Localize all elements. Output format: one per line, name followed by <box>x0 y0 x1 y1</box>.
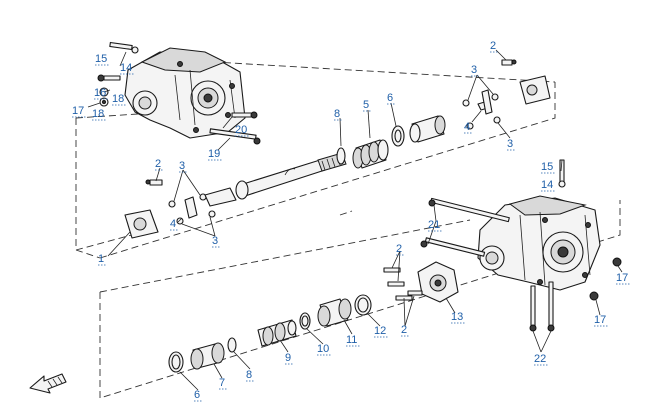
callout-3: 3 <box>212 235 218 247</box>
leader-lines <box>87 49 623 391</box>
callout-17: 17 <box>616 272 628 284</box>
callout-15: 15 <box>95 53 107 65</box>
upper-driveshaft <box>235 152 347 200</box>
left-universal-joint <box>124 179 237 239</box>
callout-15: 15 <box>541 161 553 173</box>
front-direction-arrow-icon <box>29 373 67 394</box>
callout-10: 10 <box>317 343 329 355</box>
callout-3: 3 <box>179 160 185 172</box>
callout-3: 3 <box>471 64 477 76</box>
callout-12: 12 <box>374 325 386 337</box>
callout-14: 14 <box>120 62 132 74</box>
callout-4: 4 <box>170 218 176 230</box>
callout-5: 5 <box>363 99 369 111</box>
callout-7: 7 <box>219 377 225 389</box>
upper-seals-boots <box>336 115 446 169</box>
callout-8: 8 <box>334 108 340 120</box>
callout-6: 6 <box>387 92 393 104</box>
callout-4: 4 <box>464 121 470 133</box>
callout-18: 18 <box>92 108 104 120</box>
callout-21: 21 <box>428 219 440 231</box>
callout-2: 2 <box>396 243 402 255</box>
callout-19: 19 <box>208 148 220 160</box>
callout-1: 1 <box>98 253 104 265</box>
callout-18: 18 <box>112 93 124 105</box>
callout-labels: 15 14 16 18 17 18 20 19 8 5 6 2 3 4 3 2 … <box>72 40 630 402</box>
lower-driveshaft-components <box>168 294 372 373</box>
front-diff-fasteners <box>97 41 261 145</box>
callout-11: 11 <box>346 334 357 346</box>
callout-14: 14 <box>541 179 553 191</box>
callout-6: 6 <box>194 389 200 401</box>
callout-2: 2 <box>490 40 496 52</box>
callout-22: 22 <box>534 353 546 365</box>
callout-17: 17 <box>594 314 606 326</box>
rear-differential <box>477 195 601 291</box>
callout-9: 9 <box>285 352 291 364</box>
callout-8: 8 <box>246 369 252 381</box>
callout-2: 2 <box>155 158 161 170</box>
front-differential <box>124 47 246 139</box>
yoke-flange-and-bolts <box>383 261 459 303</box>
callout-16: 16 <box>94 87 106 99</box>
callout-3: 3 <box>507 138 513 150</box>
callout-17: 17 <box>72 105 84 117</box>
callout-20: 20 <box>235 124 247 136</box>
callout-13: 13 <box>451 311 463 323</box>
right-universal-joint <box>462 59 551 130</box>
callout-2: 2 <box>401 324 407 336</box>
